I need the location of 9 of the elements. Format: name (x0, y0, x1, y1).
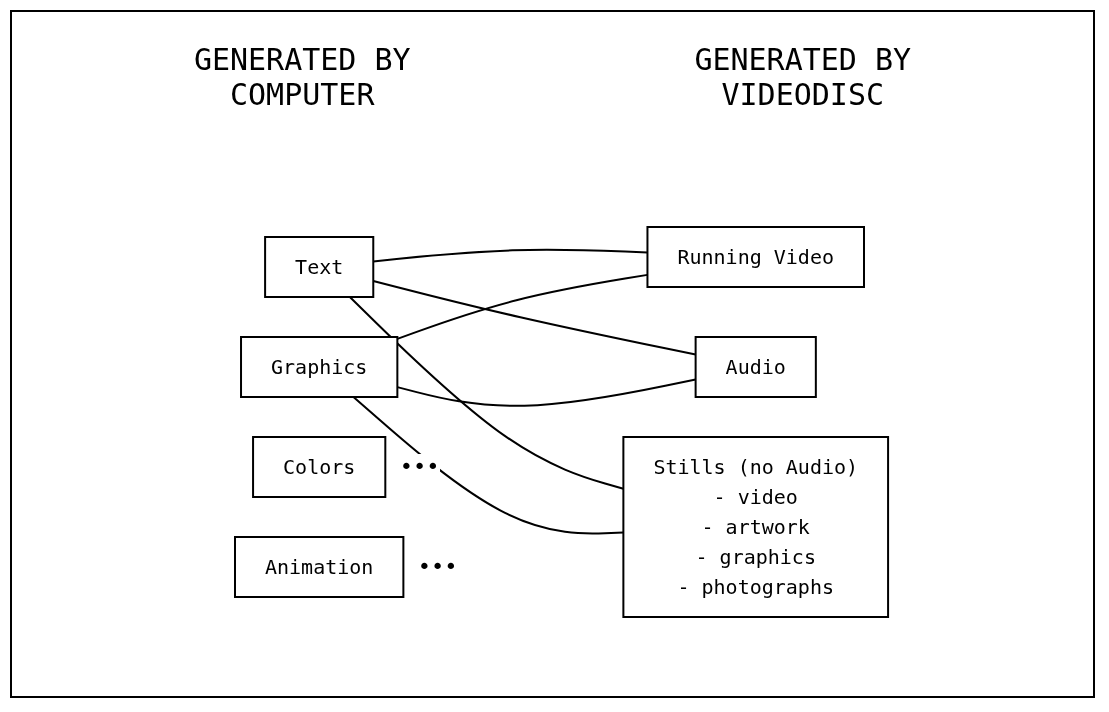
node-box (240, 336, 399, 398)
node-box (646, 226, 866, 288)
node-box (695, 336, 818, 398)
node-box (264, 236, 375, 298)
column-heading: GENERATED BY VIDEODISC (693, 42, 913, 112)
node-box (252, 436, 387, 498)
node-box (622, 436, 890, 618)
node-box (234, 536, 405, 598)
column-heading: GENERATED BY COMPUTER (192, 42, 412, 112)
